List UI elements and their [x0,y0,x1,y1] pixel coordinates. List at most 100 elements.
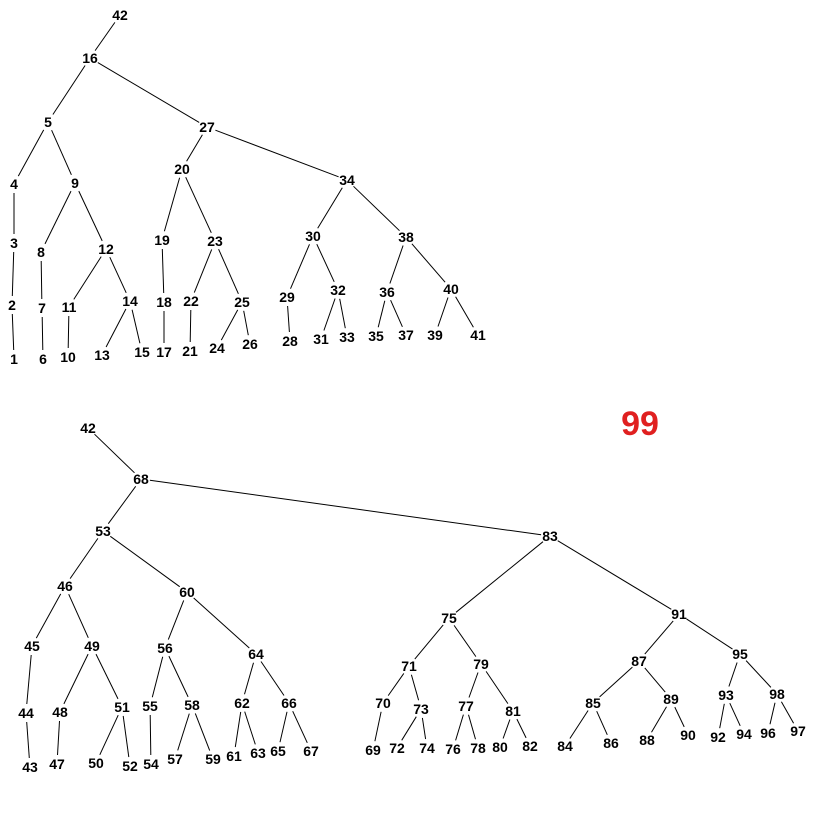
upper-tree-node-14: 14 [122,293,138,309]
lower-tree-edge-49-51 [95,653,119,700]
lower-tree-edge-55-54 [149,714,152,756]
lower-tree-node-51: 51 [114,699,130,715]
upper-tree-edge-16-5 [52,65,86,115]
total-count-label: 99 [621,405,659,443]
upper-tree-edge-9-8 [44,190,72,245]
upper-tree-edge-25-26 [243,310,249,336]
lower-tree-edge-60-64 [193,597,250,649]
upper-tree-node-6: 6 [39,351,47,367]
upper-tree-edge-20-19 [163,177,181,232]
lower-tree-edge-83-91 [557,540,672,610]
lower-tree-node-96: 96 [760,725,776,741]
upper-tree-edge-19-18 [161,248,165,294]
upper-tree-edge-40-41 [455,296,474,328]
lower-tree-node-98: 98 [769,686,785,702]
lower-tree-edge-81-80 [502,719,511,739]
lower-tree-edge-83-75 [455,541,544,613]
lower-tree-edge-71-70 [387,673,405,696]
upper-tree-edge-9-12 [78,190,103,242]
lower-tree-edge-85-86 [596,710,608,736]
upper-tree-node-30: 30 [305,228,321,244]
upper-tree-edge-29-28 [287,305,290,333]
lower-tree-node-65: 65 [270,743,286,759]
upper-tree-node-36: 36 [379,284,395,300]
lower-tree-node-89: 89 [663,691,679,707]
upper-tree-node-17: 17 [156,344,172,360]
lower-tree-edge-73-72 [401,716,417,741]
lower-tree-edge-79-77 [468,672,479,698]
lower-tree-edge-62-63 [244,711,256,745]
lower-tree-edge-70-69 [374,711,382,742]
lower-tree-edge-87-85 [599,666,633,698]
lower-tree-edge-73-74 [421,717,427,740]
upper-tree-node-33: 33 [339,329,355,345]
upper-tree-edge-32-33 [339,298,346,329]
lower-tree-node-64: 64 [248,646,264,662]
upper-tree-edge-7-6 [41,316,44,351]
upper-tree-node-2: 2 [8,297,16,313]
lower-tree-node-83: 83 [542,528,558,544]
lower-tree-edge-87-89 [644,667,666,693]
lower-tree-node-50: 50 [88,755,104,771]
lower-tree-node-47: 47 [49,756,65,772]
lower-tree-node-93: 93 [718,687,734,703]
upper-tree-node-5: 5 [44,114,52,130]
upper-tree-edge-11-10 [67,315,70,349]
upper-tree-node-35: 35 [368,328,384,344]
upper-tree-edge-22-21 [189,309,192,343]
upper-tree-node-28: 28 [282,333,298,349]
lower-tree-edge-64-62 [244,662,254,695]
lower-tree-edge-95-93 [728,662,738,687]
upper-tree-edge-42-16 [94,22,116,51]
upper-tree-node-21: 21 [182,343,198,359]
lower-tree-node-56: 56 [157,640,173,656]
upper-tree-node-42: 42 [112,7,128,23]
lower-tree-edge-95-98 [745,660,772,688]
lower-tree-edge-91-87 [644,620,674,655]
upper-tree-edge-23-25 [218,248,239,295]
lower-tree-edge-46-45 [35,593,62,639]
lower-tree-node-94: 94 [736,726,752,742]
lower-tree-node-68: 68 [133,471,149,487]
lower-tree-edge-75-71 [414,624,444,660]
lower-tree-edge-98-97 [780,701,795,724]
lower-tree-node-48: 48 [52,704,68,720]
lower-tree-edge-42-68 [94,433,135,474]
lower-tree-edge-53-46 [69,538,99,579]
lower-tree-node-86: 86 [603,735,619,751]
upper-tree-node-41: 41 [470,327,486,343]
lower-tree-edge-77-76 [455,714,464,741]
lower-tree-node-55: 55 [142,698,158,714]
lower-tree-node-59: 59 [205,751,221,767]
lower-tree-node-90: 90 [680,727,696,743]
lower-tree-edge-89-90 [674,706,685,728]
lower-tree-edge-60-56 [167,600,185,640]
upper-tree-node-15: 15 [134,344,150,360]
lower-tree-node-72: 72 [389,740,405,756]
upper-tree-node-16: 16 [82,50,98,66]
lower-tree-node-73: 73 [413,701,429,717]
lower-tree-node-81: 81 [505,703,521,719]
lower-tree-edge-49-48 [63,653,89,705]
upper-tree-edge-38-36 [389,245,404,284]
upper-tree-node-23: 23 [207,233,223,249]
lower-tree-edge-85-84 [569,710,589,739]
upper-tree-edge-36-35 [377,300,386,328]
lower-tree-edge-51-50 [99,714,119,756]
lower-tree-edge-68-83 [149,479,542,536]
lower-tree-node-54: 54 [143,756,159,772]
edge-layer [11,22,795,759]
upper-tree-edge-5-4 [17,129,45,177]
lower-tree-edge-58-59 [194,713,211,751]
upper-tree-node-25: 25 [234,294,250,310]
lower-tree-edge-64-66 [260,661,285,696]
upper-tree-node-3: 3 [10,235,18,251]
lower-tree-node-77: 77 [458,698,474,714]
lower-tree-edge-77-78 [468,714,476,740]
lower-tree-node-67: 67 [303,743,319,759]
lower-tree-edge-81-82 [516,718,527,739]
lower-tree-edge-93-92 [719,703,725,729]
upper-tree-node-4: 4 [10,176,18,192]
lower-tree-edge-79-81 [485,671,509,704]
